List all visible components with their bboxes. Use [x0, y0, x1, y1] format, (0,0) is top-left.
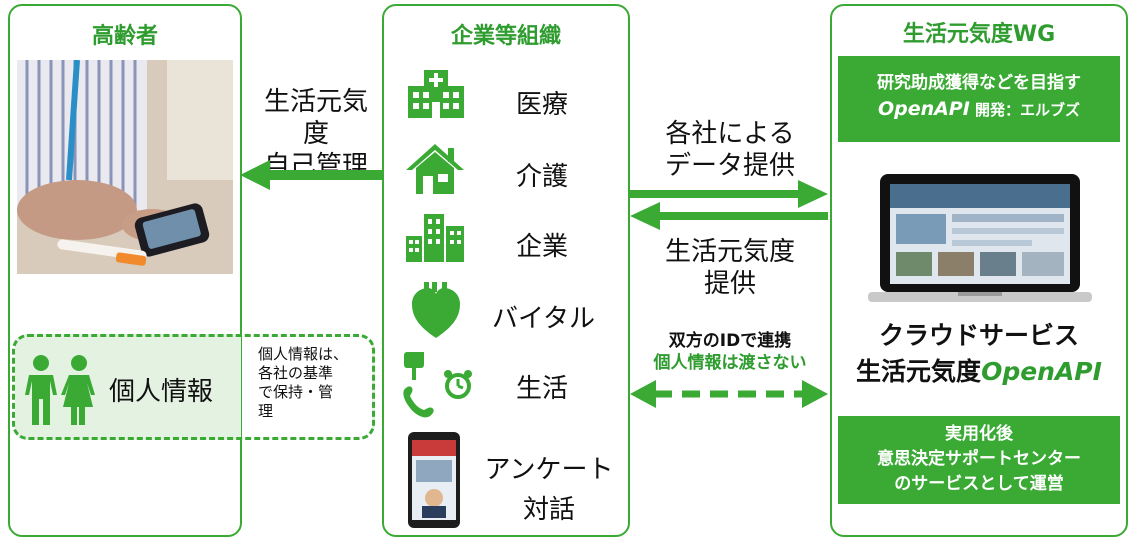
- item-survey-line2: 対話: [522, 495, 575, 525]
- id-link-dashed-arrow: [630, 380, 828, 408]
- item-survey-line1: アンケート: [484, 455, 614, 485]
- item-vital: バイタル: [492, 304, 595, 334]
- research-line2: OpenAPI 開発：エルブズ: [838, 96, 1120, 123]
- research-line1: 研究助成獲得などを目指す: [877, 73, 1081, 93]
- self-management-line1: 生活元気度: [263, 87, 368, 149]
- wg-panel: 生活元気度WG 研究助成獲得などを目指す OpenAPI 開発：エルブズ クラウ…: [830, 4, 1128, 537]
- data-provision-line1: 各社による: [665, 119, 795, 149]
- smartphone-icon: [408, 432, 460, 528]
- personal-info-box: 個人情報 個人情報は、 各社の基準 で保持・管 理: [12, 334, 375, 440]
- data-provision-line2: データ提供: [664, 151, 795, 181]
- practical-box: 実用化後 意思決定サポートセンター のサービスとして運営: [838, 416, 1120, 504]
- data-provision-text: 各社による データ提供: [634, 118, 826, 182]
- vitality-provision-line1: 生活元気度: [664, 237, 795, 267]
- research-line2-rest: 開発：エルブズ: [969, 101, 1081, 119]
- elderly-photo: [17, 60, 233, 274]
- vitality-provision-text: 生活元気度 提供: [634, 236, 826, 300]
- hospital-icon: [408, 70, 464, 118]
- no-personal-info-text: 個人情報は渡さない: [653, 353, 807, 373]
- arrow-to-elderly: [240, 160, 384, 190]
- personal-info-label: 個人情報: [109, 377, 214, 407]
- item-survey: アンケート 対話: [478, 450, 620, 530]
- item-care: 介護: [516, 162, 569, 192]
- item-life: 生活: [516, 374, 569, 404]
- arrow-to-wg: [630, 180, 828, 208]
- note-line-2: 各社の基準: [258, 364, 334, 382]
- note-line-3: で保持・管: [258, 383, 334, 401]
- research-box: 研究助成獲得などを目指す OpenAPI 開発：エルブズ: [838, 56, 1120, 142]
- organizations-title: 企業等組織: [450, 24, 561, 49]
- laptop-icon: [868, 174, 1092, 306]
- vitality-prefix: 生活元気度: [856, 357, 982, 386]
- people-icon: [21, 353, 101, 425]
- practical-line3: のサービスとして運営: [894, 474, 1064, 494]
- organizations-panel: 企業等組織 医療 介護 企業 バイタル: [382, 4, 630, 537]
- openapi-green: OpenAPI: [981, 357, 1102, 386]
- item-medical: 医療: [516, 90, 569, 120]
- id-link-text: 双方のIDで連携: [668, 331, 792, 351]
- note-line-1: 個人情報は、: [258, 345, 349, 363]
- vitality-provision-line2: 提供: [703, 269, 756, 299]
- life-icons: [402, 352, 476, 418]
- elderly-title: 高齢者: [91, 24, 158, 49]
- item-company: 企業: [516, 232, 569, 262]
- elderly-panel: 高齢者: [8, 4, 242, 537]
- heart-icon: [412, 282, 460, 338]
- wg-title: 生活元気度WG: [902, 22, 1056, 47]
- personal-info-note: 個人情報は、 各社の基準 で保持・管 理: [258, 345, 348, 421]
- house-icon: [406, 144, 464, 194]
- note-line-4: 理: [258, 402, 274, 420]
- practical-line1: 実用化後: [945, 424, 1013, 444]
- practical-line2: 意思決定サポートセンター: [877, 449, 1081, 469]
- buildings-icon: [406, 214, 464, 262]
- arrow-to-organizations: [630, 202, 828, 230]
- cloud-service-title: クラウドサービス: [878, 321, 1079, 350]
- vitality-openapi-title: 生活元気度OpenAPI: [832, 352, 1126, 388]
- openapi-italic: OpenAPI: [877, 98, 970, 120]
